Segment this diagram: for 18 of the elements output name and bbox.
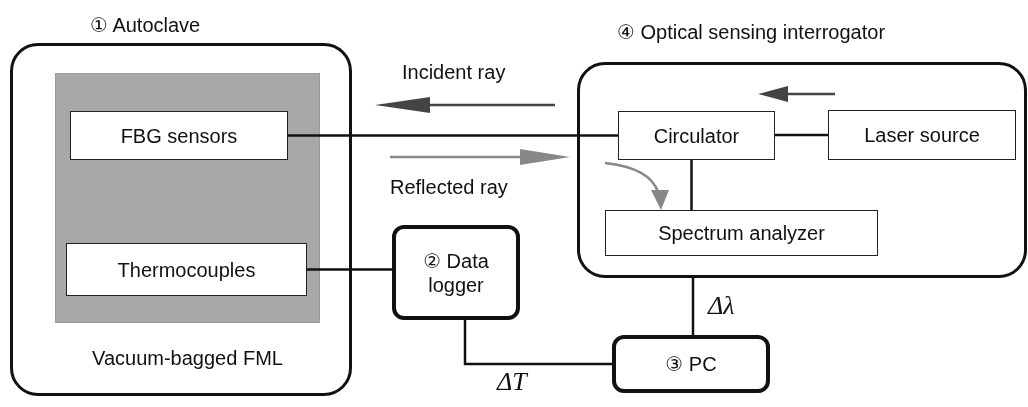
device-box: ② Data logger — [392, 225, 520, 320]
connector-line — [463, 320, 612, 366]
component-box: Circulator — [618, 111, 775, 160]
device-box: ③ PC — [612, 335, 770, 393]
ray-label: Reflected ray — [390, 175, 508, 199]
connector-line — [307, 268, 392, 271]
component-box: FBG sensors — [70, 111, 288, 160]
connector-line — [775, 133, 828, 137]
connector-line — [288, 134, 618, 137]
box-title: ④ Optical sensing interrogator — [617, 20, 886, 44]
component-box: Spectrum analyzer — [605, 210, 878, 256]
connector-line — [691, 278, 695, 335]
box-title: ① Autoclave — [90, 13, 201, 37]
component-box: Laser source — [828, 110, 1016, 160]
panel-caption: Vacuum-bagged FML — [91, 346, 284, 370]
component-box: Thermocouples — [66, 243, 307, 296]
ray-label: Incident ray — [402, 60, 506, 84]
connector-line — [690, 160, 693, 210]
